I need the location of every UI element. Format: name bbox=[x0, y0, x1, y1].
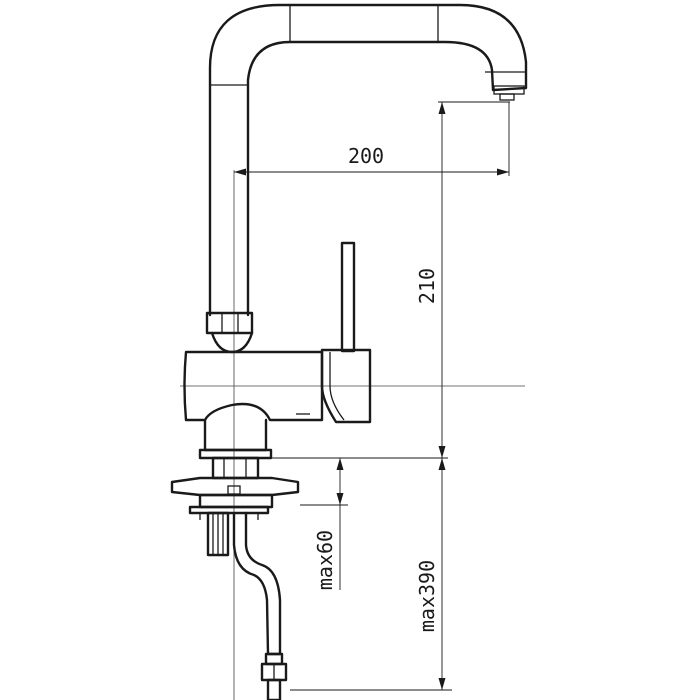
collar-ring bbox=[205, 311, 254, 335]
hose-fitting bbox=[264, 652, 284, 666]
dimension-below-deck: max390 bbox=[290, 458, 452, 691]
lever-handle bbox=[340, 241, 356, 353]
hose-end bbox=[266, 678, 282, 700]
spout-tube bbox=[208, 3, 528, 317]
height-arrow-bottom bbox=[438, 446, 446, 458]
supply-hose-outline bbox=[232, 511, 282, 656]
dimension-height: 210 bbox=[272, 101, 510, 459]
collar-neck bbox=[210, 331, 254, 354]
body-outline bbox=[183, 350, 324, 422]
aerator-tip bbox=[499, 93, 515, 101]
reach-arrow-right bbox=[497, 168, 509, 176]
supply-hose bbox=[232, 511, 288, 700]
below-deck-label: max390 bbox=[415, 560, 439, 632]
height-label: 210 bbox=[415, 268, 439, 304]
mounting-bracket bbox=[188, 505, 270, 515]
mounting-hardware bbox=[170, 456, 300, 520]
dimension-mounting-thickness: max60 bbox=[300, 458, 348, 590]
swivel-collar bbox=[205, 311, 254, 354]
mounting-washer bbox=[198, 493, 274, 509]
mounting-stud bbox=[206, 511, 230, 557]
thickness-label: max60 bbox=[313, 530, 337, 590]
mounting-plate bbox=[170, 476, 300, 497]
thickness-arrow-bottom bbox=[336, 493, 344, 505]
lever-housing bbox=[320, 348, 372, 424]
below-deck-arrow-bottom bbox=[438, 678, 446, 690]
faucet-base bbox=[198, 418, 273, 460]
reach-arrow-left bbox=[234, 168, 246, 176]
thickness-arrow-top bbox=[336, 458, 344, 470]
reach-label: 200 bbox=[348, 144, 384, 168]
center-lines bbox=[180, 170, 525, 700]
spout bbox=[208, 3, 528, 317]
plate-slot bbox=[227, 485, 241, 495]
height-arrow-top bbox=[438, 102, 446, 114]
housing-detail bbox=[329, 352, 345, 421]
mixer-body bbox=[183, 241, 372, 424]
mount-nut bbox=[211, 456, 260, 480]
below-deck-arrow-top bbox=[438, 458, 446, 470]
base-column bbox=[203, 418, 268, 452]
dimension-reach: 200 bbox=[234, 102, 510, 176]
